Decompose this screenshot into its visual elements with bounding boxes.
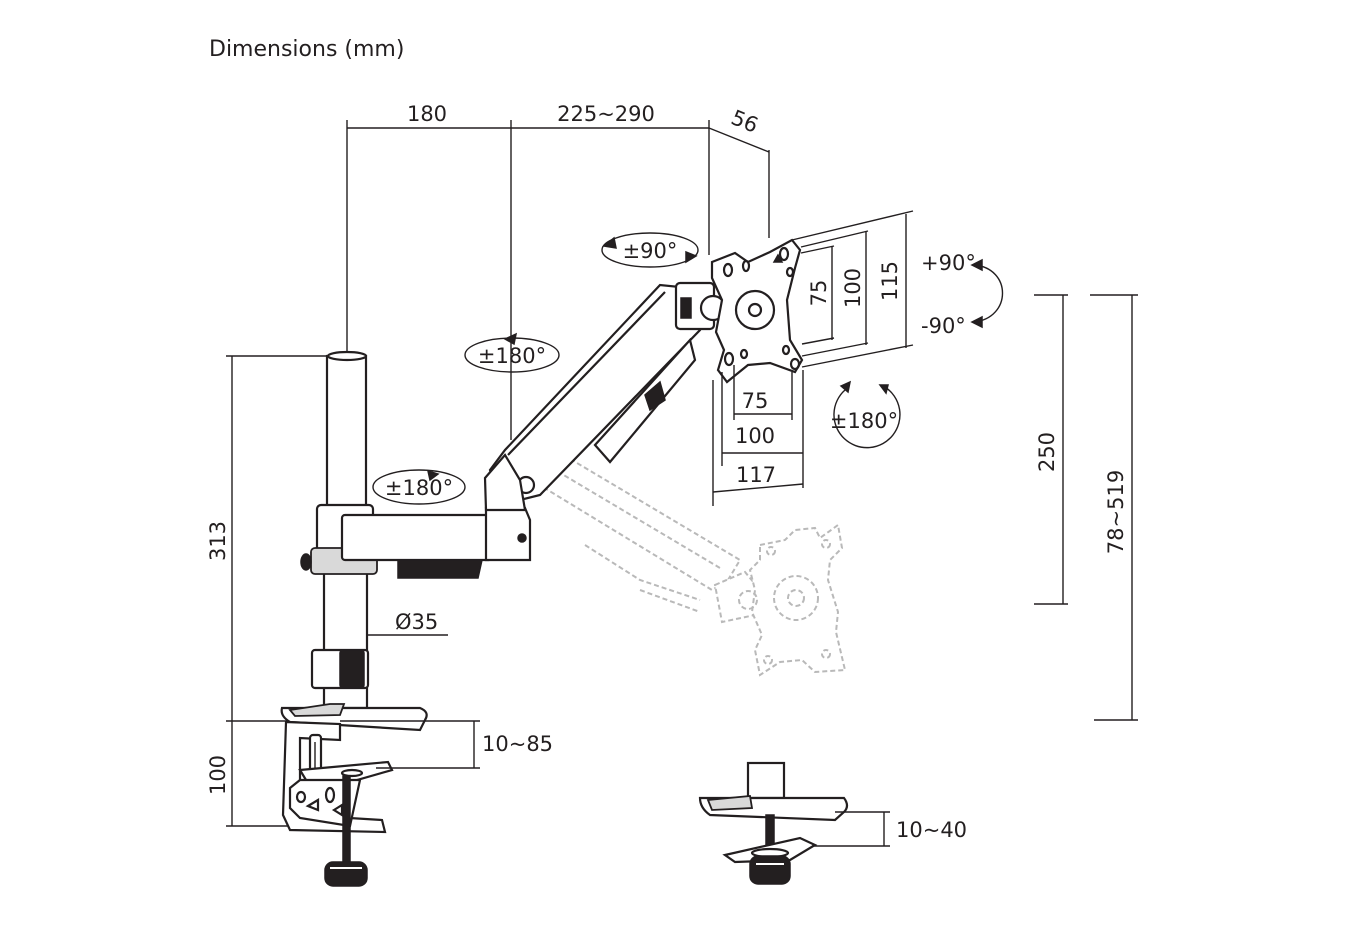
- swivel-head-indicator: [601, 232, 699, 268]
- label-swivel-base: ±180°: [385, 476, 453, 500]
- label-arm-reach-2: 225~290: [557, 102, 655, 126]
- desk-clamp: [280, 703, 480, 887]
- label-vesa-100-vertical: 100: [841, 268, 865, 308]
- lower-arm: [340, 506, 532, 579]
- rotate-portrait-indicator: [970, 258, 1004, 329]
- label-clamp-range: 10~85: [482, 732, 553, 756]
- label-height-adjust: 250: [1035, 432, 1059, 472]
- label-vesa-115-vertical: 115: [878, 261, 902, 301]
- grommet-mount: [698, 761, 890, 885]
- upper-arm: [483, 283, 702, 512]
- rotate-screen-indicator: [833, 380, 901, 449]
- label-vesa-depth: 56: [728, 105, 762, 137]
- top-dimension-lines: [346, 120, 770, 440]
- diagram-title: Dimensions (mm): [209, 37, 404, 62]
- right-dimension-lines: [1034, 294, 1138, 721]
- label-vesa-75-vertical: 75: [807, 280, 831, 307]
- label-clamp-height: 100: [206, 755, 230, 795]
- label-rotate-plus: +90°: [921, 251, 976, 275]
- label-vesa-75-horizontal: 75: [742, 389, 769, 413]
- vesa-plate: [710, 238, 804, 384]
- vesa-horizontal-dimensions: [712, 365, 804, 506]
- tilt-arm-indicator: [464, 332, 560, 373]
- vesa-vertical-dimensions: [791, 210, 914, 368]
- label-vesa-117-horizontal: 117: [736, 463, 776, 487]
- label-grommet-range: 10~40: [896, 818, 967, 842]
- swivel-base-indicator: [372, 469, 466, 505]
- label-height-range: 78~519: [1104, 470, 1128, 554]
- label-vesa-100-horizontal: 100: [735, 424, 775, 448]
- label-rotate-screen: ±180°: [830, 409, 898, 433]
- label-swivel-head: ±90°: [623, 239, 678, 263]
- ghost-lowered-arm: [513, 436, 847, 677]
- label-arm-reach-1: 180: [407, 102, 447, 126]
- label-pole-diameter: Ø35: [395, 610, 438, 634]
- label-rotate-minus: -90°: [921, 314, 966, 338]
- label-pole-height: 313: [206, 521, 230, 561]
- label-tilt-arm: ±180°: [478, 344, 546, 368]
